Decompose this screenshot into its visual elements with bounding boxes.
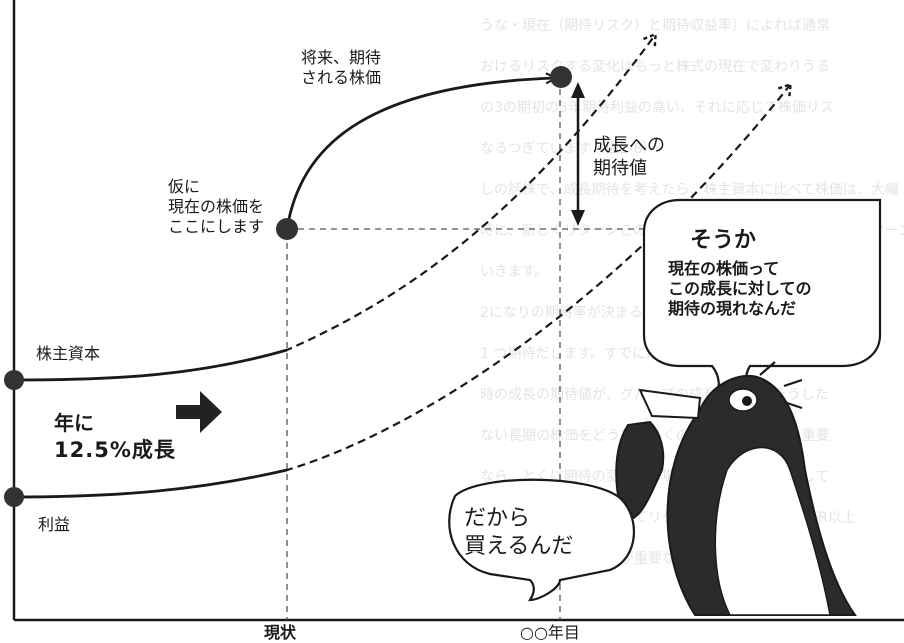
equity-line [13, 348, 288, 382]
x-tick-future: ○○年目 [520, 623, 580, 642]
x-tick-now: 現状 [264, 623, 297, 642]
growth-label-line2: 12.5%成長 [54, 438, 176, 462]
stock-price-curve [285, 72, 557, 230]
background-text-line: しの話株で、成長期待を考えたら、株主資本に比べて株価は、大幅 [480, 181, 899, 198]
equity-label: 株主資本 [36, 344, 101, 363]
future-price-label: 将来、期待 される株価 [301, 48, 382, 87]
profit-line [13, 468, 288, 499]
growth-label-line1: 年に [54, 411, 94, 435]
profit-start-point [4, 487, 24, 507]
penguin-pupil [742, 396, 752, 406]
expectation-arrowhead-top [571, 82, 585, 98]
thought-title: そうか [690, 228, 757, 253]
future-price-point [550, 66, 572, 88]
profit-label: 利益 [38, 515, 71, 534]
expectation-arrowhead-bottom [571, 210, 585, 226]
penguin-belly [714, 446, 831, 616]
penguin-wing [615, 420, 665, 522]
background-text-line: なるつぎています（図1-8） [480, 141, 656, 157]
current-price-point [276, 218, 298, 240]
penguin-beak [638, 388, 702, 420]
equity-start-point [4, 370, 24, 390]
penguin-exclaim-lines [759, 361, 803, 410]
background-text-line: おけるリスクする変化はもっと株式の現在で変わりうる [480, 58, 830, 75]
background-text-line: の3の期初の3年期待利益の高い、それに応じて株価リス [480, 99, 834, 116]
expectation-label: 成長への 期待値 [593, 135, 665, 179]
speech-bubble-shape [448, 478, 636, 602]
current-price-label: 仮に 現在の株価を ここにします [168, 177, 265, 236]
speech-bubble [448, 478, 636, 602]
background-text-line: いきます。 [480, 264, 549, 280]
background-text-line: うな・現在（期待リスク）と期待収益率）によれば通常 [480, 17, 830, 34]
speech-text: だから 買えるんだ [464, 506, 574, 559]
penguin-illustration [615, 361, 857, 616]
growth-arrow-icon [176, 391, 222, 433]
thought-body: 現在の株価って この成長に対しての 期待の現れなんだ [668, 259, 812, 318]
